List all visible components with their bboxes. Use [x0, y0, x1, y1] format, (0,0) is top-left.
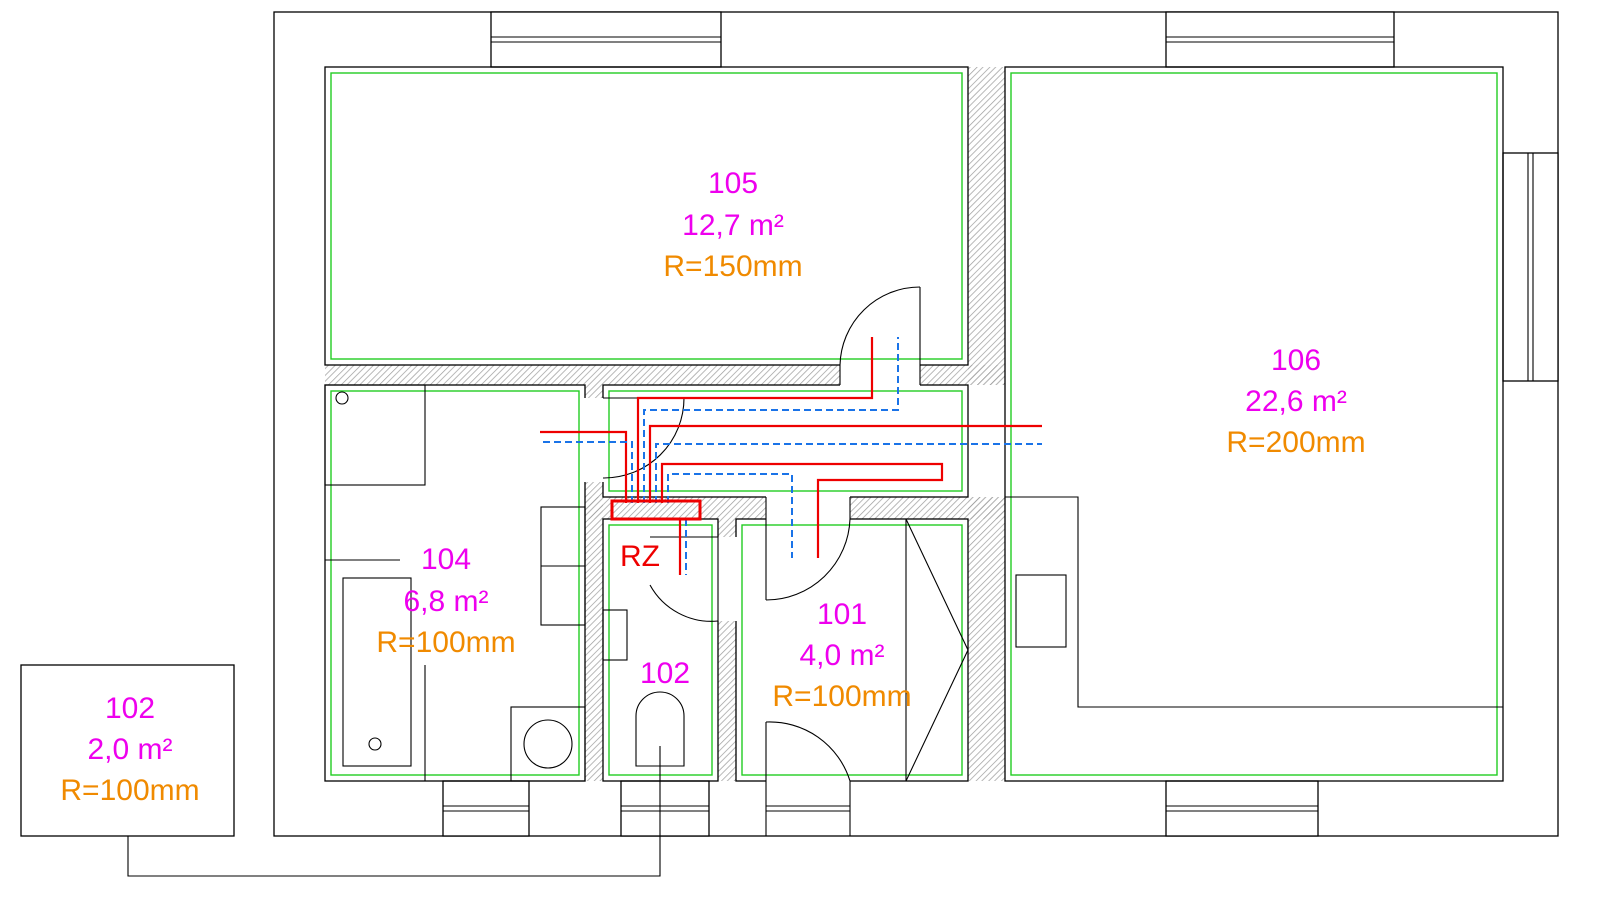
room-104-area: 6,8 m² — [403, 585, 488, 618]
manifold-box — [610, 499, 702, 521]
manifold-label: RZ — [620, 540, 660, 573]
building-outline — [273, 11, 1559, 837]
room-labels: 105 12,7 m² R=150mm 106 22,6 m² R=200mm … — [60, 167, 1365, 807]
room-101-radius: R=100mm — [772, 680, 911, 713]
room-102-callout-number: 102 — [105, 692, 155, 725]
room-105-radius: R=150mm — [663, 250, 802, 283]
partition-walls — [325, 67, 1005, 781]
pipes — [540, 337, 1042, 575]
room-102-callout-radius: R=100mm — [60, 774, 199, 807]
room-106-area: 22,6 m² — [1245, 385, 1347, 418]
room-105-number: 105 — [708, 167, 758, 200]
room-106-number: 106 — [1271, 344, 1321, 377]
windows — [442, 11, 1559, 837]
room-102-callout-area: 2,0 m² — [87, 733, 172, 766]
room-101-area: 4,0 m² — [799, 639, 884, 672]
room-102-number: 102 — [640, 657, 690, 690]
room-104-number: 104 — [421, 543, 471, 576]
room-104-radius: R=100mm — [376, 626, 515, 659]
room-101-number: 101 — [817, 598, 867, 631]
heating-zones — [330, 72, 1498, 776]
callout-leader — [127, 766, 661, 877]
room-106-radius: R=200mm — [1226, 426, 1365, 459]
fixtures — [324, 384, 1503, 782]
doors — [584, 286, 921, 836]
room-105-area: 12,7 m² — [682, 209, 784, 242]
